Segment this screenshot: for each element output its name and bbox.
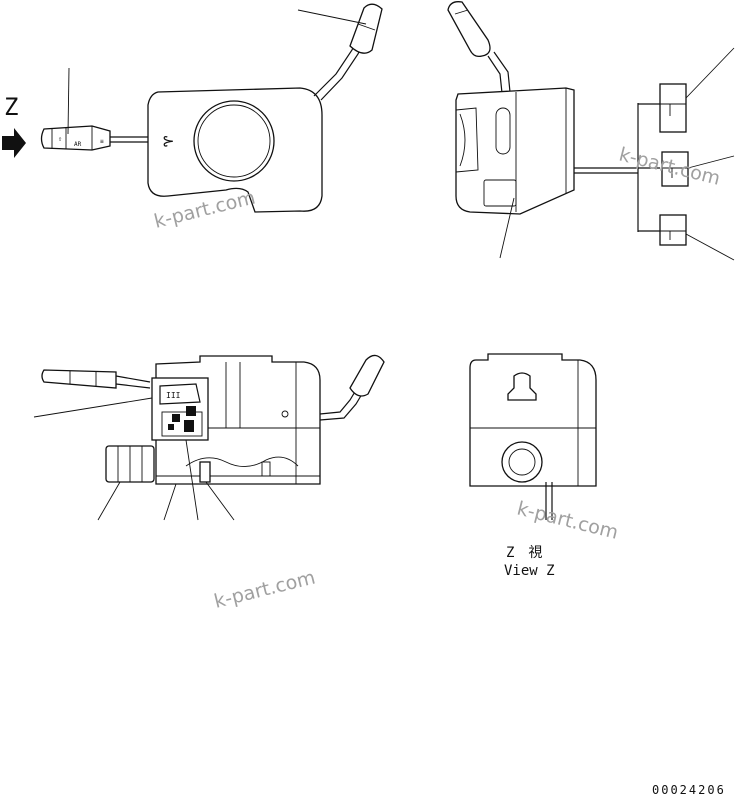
view-letter-label: Z	[4, 93, 18, 121]
leader-line	[67, 67, 70, 135]
shift-lever-knob	[349, 354, 385, 397]
connector	[661, 151, 689, 187]
watermark: k-part.com	[515, 498, 621, 544]
switch-side-view	[447, 1, 735, 261]
turn-signal-lever: ⇧ AR ≡	[40, 125, 152, 151]
cable-grommet	[501, 441, 543, 483]
watermark: k-part.com	[212, 566, 318, 612]
view-arrow-icon	[2, 128, 26, 158]
leader-line	[499, 197, 515, 259]
view-caption-jp: Z 視	[506, 545, 542, 561]
switch-housing	[469, 353, 597, 487]
wiper-symbol-icon: ⊱	[162, 132, 175, 150]
leader-line	[33, 397, 153, 418]
screw	[199, 461, 211, 483]
leader-line	[685, 233, 735, 261]
leader-line	[297, 9, 367, 25]
leader-line	[163, 483, 177, 521]
leader-line	[185, 439, 199, 521]
switch-view-z: Z 視 View Z	[469, 353, 597, 579]
connector	[659, 214, 687, 246]
figure-number: 00024206	[652, 783, 726, 797]
view-caption-en: View Z	[504, 563, 555, 579]
connector	[659, 83, 687, 133]
svg-text:≡: ≡	[100, 138, 104, 145]
switch-housing	[455, 87, 575, 215]
leader-line	[687, 155, 735, 169]
clip	[261, 461, 271, 477]
shift-lever-knob	[349, 3, 383, 54]
svg-text:III: III	[166, 391, 181, 400]
leader-line	[97, 481, 121, 521]
switch-dial	[193, 100, 275, 182]
turn-signal-lever	[41, 369, 117, 389]
lever-stub	[507, 372, 537, 401]
switch-rear-view: III	[33, 354, 385, 521]
leader-line	[685, 47, 735, 99]
switch-mechanism: III	[151, 377, 209, 441]
switch-front-view: Z ⇧ AR ≡ ⊱	[2, 3, 383, 213]
svg-text:⇧: ⇧	[58, 135, 62, 143]
leader-line	[205, 481, 235, 521]
shift-lever-knob	[447, 1, 491, 58]
svg-text:AR: AR	[74, 141, 82, 148]
